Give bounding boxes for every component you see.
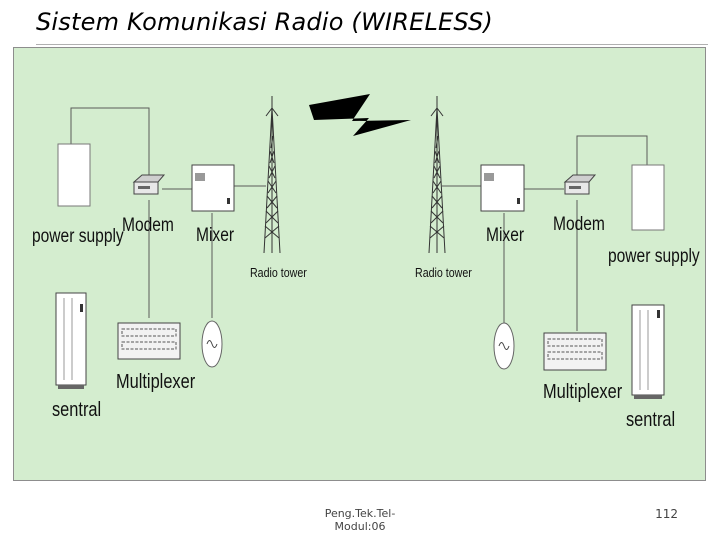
- right-modem-icon: [563, 174, 597, 195]
- left-power-supply-icon: [57, 143, 91, 207]
- title-divider: [36, 44, 708, 45]
- right-mixer-label: Mixer: [486, 224, 524, 246]
- right-oscillator-icon: [493, 322, 515, 370]
- left-radio-tower-icon: [263, 96, 281, 254]
- right-multiplexer-icon: [543, 332, 607, 371]
- right-multiplexer-label: Multiplexer: [543, 379, 622, 402]
- left-radio-tower-label: Radio tower: [250, 265, 307, 280]
- diagram-panel: power supply Modem Mixer: [13, 47, 706, 481]
- left-power-supply-label: power supply: [32, 225, 124, 247]
- left-sentral-icon: [55, 292, 87, 389]
- left-oscillator-icon: [201, 320, 223, 368]
- left-mixer-label: Mixer: [196, 224, 234, 246]
- right-power-supply-icon: [631, 164, 665, 231]
- left-connection-lines: [70, 107, 266, 318]
- right-radio-tower-label: Radio tower: [415, 265, 472, 280]
- left-modem-label: Modem: [122, 214, 174, 236]
- wireless-diagram: power supply Modem Mixer: [32, 94, 700, 430]
- right-modem-label: Modem: [553, 213, 605, 235]
- lightning-bolt-icon: [309, 94, 411, 136]
- footer-module-text: Peng.Tek.Tel-Modul:06: [324, 507, 396, 533]
- left-multiplexer-icon: [117, 322, 181, 360]
- right-sentral-icon: [631, 304, 665, 399]
- page-number: 112: [655, 507, 678, 521]
- left-multiplexer-label: Multiplexer: [116, 369, 195, 392]
- right-power-supply-label: power supply: [608, 245, 700, 267]
- right-connection-lines: [442, 135, 648, 331]
- left-sentral-label: sentral: [52, 397, 101, 420]
- left-mixer-icon: [191, 164, 235, 212]
- right-radio-tower-icon: [428, 96, 446, 254]
- right-mixer-icon: [480, 164, 525, 212]
- left-modem-icon: [132, 174, 166, 195]
- right-sentral-label: sentral: [626, 407, 675, 430]
- slide-title: Sistem Komunikasi Radio (WIRELESS): [36, 8, 493, 36]
